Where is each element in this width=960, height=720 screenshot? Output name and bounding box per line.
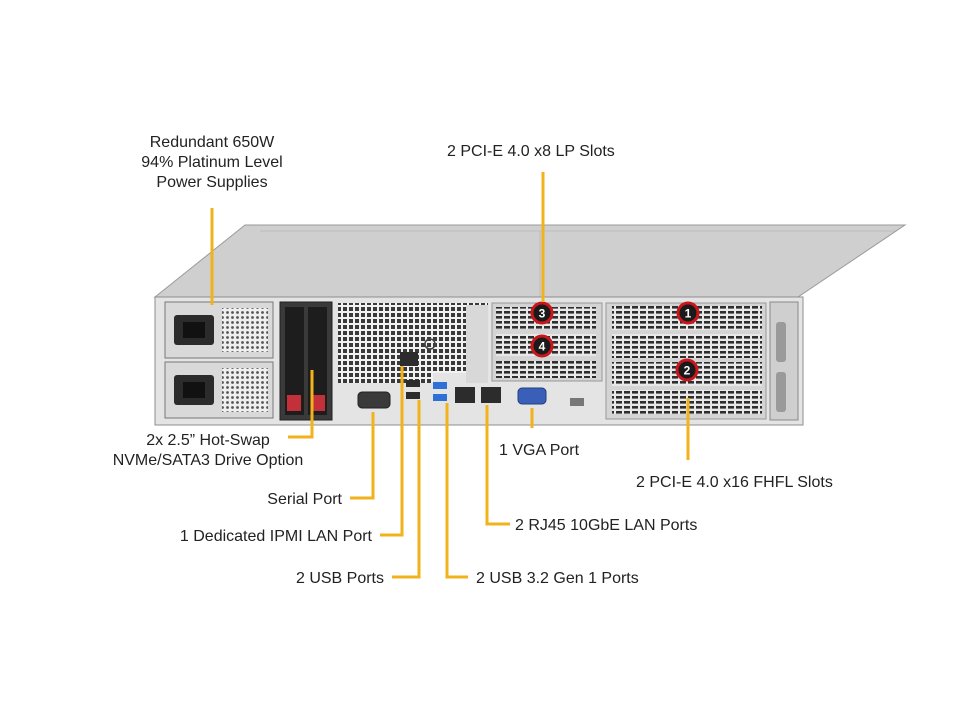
callout-drive-option-line-2: NVMe/SATA3 Drive Option [112, 452, 304, 469]
leader-usb32-ports [445, 403, 468, 579]
serial-port [357, 391, 391, 409]
slot-badge-1: 1 [676, 301, 700, 325]
callout-fhfl-slots: 2 PCI-E 4.0 x16 FHFL Slots [636, 474, 833, 491]
callout-usb-ports: 2 USB Ports [295, 570, 384, 587]
drive-bays [279, 301, 333, 421]
slot-badge-3-label: 3 [539, 307, 546, 321]
slot-badge-4-label: 4 [539, 340, 546, 354]
slot-badge-1-label: 1 [685, 307, 692, 321]
slot-badge-4: 4 [530, 334, 554, 358]
callout-serial-port: Serial Port [267, 491, 342, 508]
power-supply-bay [164, 301, 274, 419]
usb3-port-2 [433, 394, 447, 401]
callout-power-supplies-line-2: 94% Platinum Level [141, 154, 283, 171]
callout-drive-option: 2x 2.5” Hot-Swap NVMe/SATA3 Drive Option [100, 431, 316, 471]
slot-badge-3: 3 [530, 301, 554, 325]
slot-badges: 1 2 3 4 [530, 301, 700, 382]
callout-rj45-ports: 2 RJ45 10GbE LAN Ports [515, 517, 698, 534]
callout-drive-option-line-1: 2x 2.5” Hot-Swap [146, 432, 270, 449]
callout-usb32-ports: 2 USB 3.2 Gen 1 Ports [476, 570, 639, 587]
leader-rj45-ports [485, 405, 510, 526]
leader-lines [210, 172, 690, 579]
leader-ipmi-port [380, 366, 404, 537]
drive-tray-left [285, 307, 304, 415]
slot-badge-2-label: 2 [684, 364, 691, 378]
leader-drive-option [288, 370, 314, 439]
callout-power-supplies: Redundant 650W 94% Platinum Level Power … [112, 133, 312, 193]
usb-port-2 [406, 392, 420, 399]
rj45-port-2 [481, 387, 501, 403]
callout-ipmi-port: 1 Dedicated IPMI LAN Port [179, 528, 372, 545]
callout-vga-port: 1 VGA Port [499, 442, 580, 459]
usb-port-1 [406, 380, 420, 387]
rj45-port-1 [455, 387, 475, 403]
vga-port [517, 387, 547, 405]
slot-badge-2: 2 [675, 358, 699, 382]
io-panel [338, 303, 547, 409]
ipmi-lan-port [400, 352, 418, 366]
leader-serial-port [350, 412, 375, 500]
callout-lp-slots: 2 PCI-E 4.0 x8 LP Slots [447, 143, 615, 160]
leader-usb-ports [392, 400, 421, 579]
usb3-port-1 [433, 382, 447, 389]
callout-power-supplies-line-1: Redundant 650W [149, 134, 275, 151]
callout-power-supplies-line-3: Power Supplies [156, 174, 268, 191]
